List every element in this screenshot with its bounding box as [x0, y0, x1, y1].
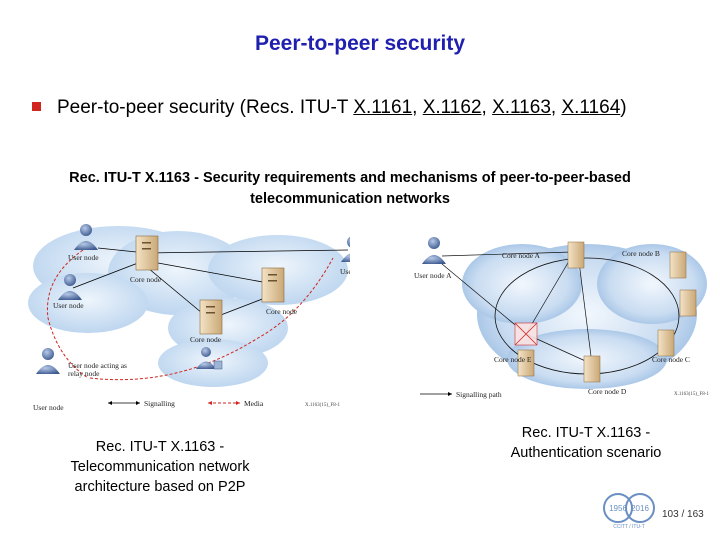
caption-line: Authentication scenario — [510, 445, 662, 461]
core-node-server-icon — [199, 299, 223, 335]
label-user-node: User node — [340, 267, 350, 276]
label-core-node: Core node — [266, 307, 298, 316]
caption-line: Rec. ITU-T X.1163 - — [521, 425, 651, 441]
media-path — [46, 249, 334, 381]
network-cloud — [462, 244, 707, 389]
core-node-server-icon — [567, 241, 585, 269]
core-node-server-icon — [669, 251, 687, 279]
itu-anniversary-logo: 1956 2016 CCITT / ITU-T — [603, 493, 655, 530]
svg-text:1956: 1956 — [609, 504, 627, 513]
core-node-server-icon — [583, 355, 601, 383]
user-node-icon — [196, 347, 223, 370]
figure-id: X.1163(15)_F8-1 — [674, 392, 709, 397]
bullet-suffix: ) — [620, 97, 627, 118]
label-user-node: User node — [68, 253, 99, 262]
label-relay-node: relay node — [68, 369, 100, 378]
label-core-node: Core node — [190, 335, 222, 344]
core-node-server-icon — [517, 349, 535, 377]
link-x1164[interactable]: X.1164 — [561, 97, 621, 118]
p2p-architecture-diagram: User node Core node User node User node … — [28, 224, 350, 412]
svg-text:CCITT / ITU-T: CCITT / ITU-T — [613, 524, 645, 530]
slide-title: Peer-to-peer security — [254, 32, 466, 55]
caption-left: Rec. ITU-T X.1163 - Telecommunication ne… — [40, 437, 280, 497]
caption-right: Rec. ITU-T X.1163 - Authentication scena… — [466, 423, 706, 463]
label-core-node-a: Core node A — [502, 251, 540, 260]
authentication-scenario-diagram: Core node A Core node B User node A Core… — [414, 237, 709, 399]
label-core-node-b: Core node B — [622, 249, 660, 258]
label-core-node-d: Core node D — [588, 387, 627, 396]
bullet-marker — [32, 102, 41, 111]
figure-id: X.1163(15)_F8-1 — [305, 403, 340, 408]
caption-line: architecture based on P2P — [74, 479, 246, 495]
label-user-node: User node — [53, 301, 84, 310]
network-cloud — [158, 339, 268, 387]
caption-line: Telecommunication network — [70, 459, 250, 475]
section-subtitle: Rec. ITU-T X.1163 - Security requirement… — [20, 168, 680, 210]
legend-media: Media — [244, 399, 264, 408]
relay-user-node-icon — [36, 348, 60, 374]
caption-line: Rec. ITU-T X.1163 - — [95, 439, 225, 455]
diagram-legend: Signalling path X.1163(15)_F8-1 — [420, 390, 709, 399]
link-x1162[interactable]: X.1162 — [422, 97, 482, 118]
user-node-icon — [74, 224, 98, 250]
diagram-legend: Signalling Media X.1163(15)_F8-1 — [108, 399, 340, 408]
label-core-node-e: Core node E — [494, 355, 532, 364]
user-node-icon — [422, 237, 446, 264]
legend-signalling-path: Signalling path — [456, 390, 502, 399]
bullet-separator: , — [481, 97, 493, 118]
link-x1161[interactable]: X.1161 — [353, 97, 413, 118]
network-cloud — [28, 226, 348, 358]
bullet-item: Peer-to-peer security (Recs. ITU-T X.116… — [32, 97, 627, 119]
svg-text:2016: 2016 — [631, 504, 649, 513]
label-relay-node: User node acting as — [68, 361, 127, 370]
label-user-node-a: User node A — [414, 271, 452, 280]
bullet-separator: , — [550, 97, 562, 118]
subtitle-line-1: Rec. ITU-T X.1163 - Security requirement… — [69, 170, 631, 186]
core-node-server-icon — [135, 235, 159, 271]
label-user-node: User node — [33, 403, 64, 412]
subtitle-line-2: telecommunication networks — [250, 191, 450, 207]
user-node-icon — [341, 236, 350, 262]
core-node-server-icon — [679, 289, 697, 317]
failed-link-icon — [514, 322, 538, 346]
core-node-server-icon — [261, 267, 285, 303]
bullet-prefix: Peer-to-peer security (Recs. ITU-T — [57, 97, 354, 118]
label-core-node: Core node — [130, 275, 162, 284]
user-node-icon — [58, 274, 82, 300]
page-number: 103 / 163 — [662, 509, 704, 520]
bullet-separator: , — [412, 97, 423, 118]
link-x1163[interactable]: X.1163 — [492, 97, 551, 118]
core-node-server-icon — [657, 329, 675, 357]
legend-signalling: Signalling — [144, 399, 175, 408]
label-core-node-c: Core node C — [652, 355, 690, 364]
